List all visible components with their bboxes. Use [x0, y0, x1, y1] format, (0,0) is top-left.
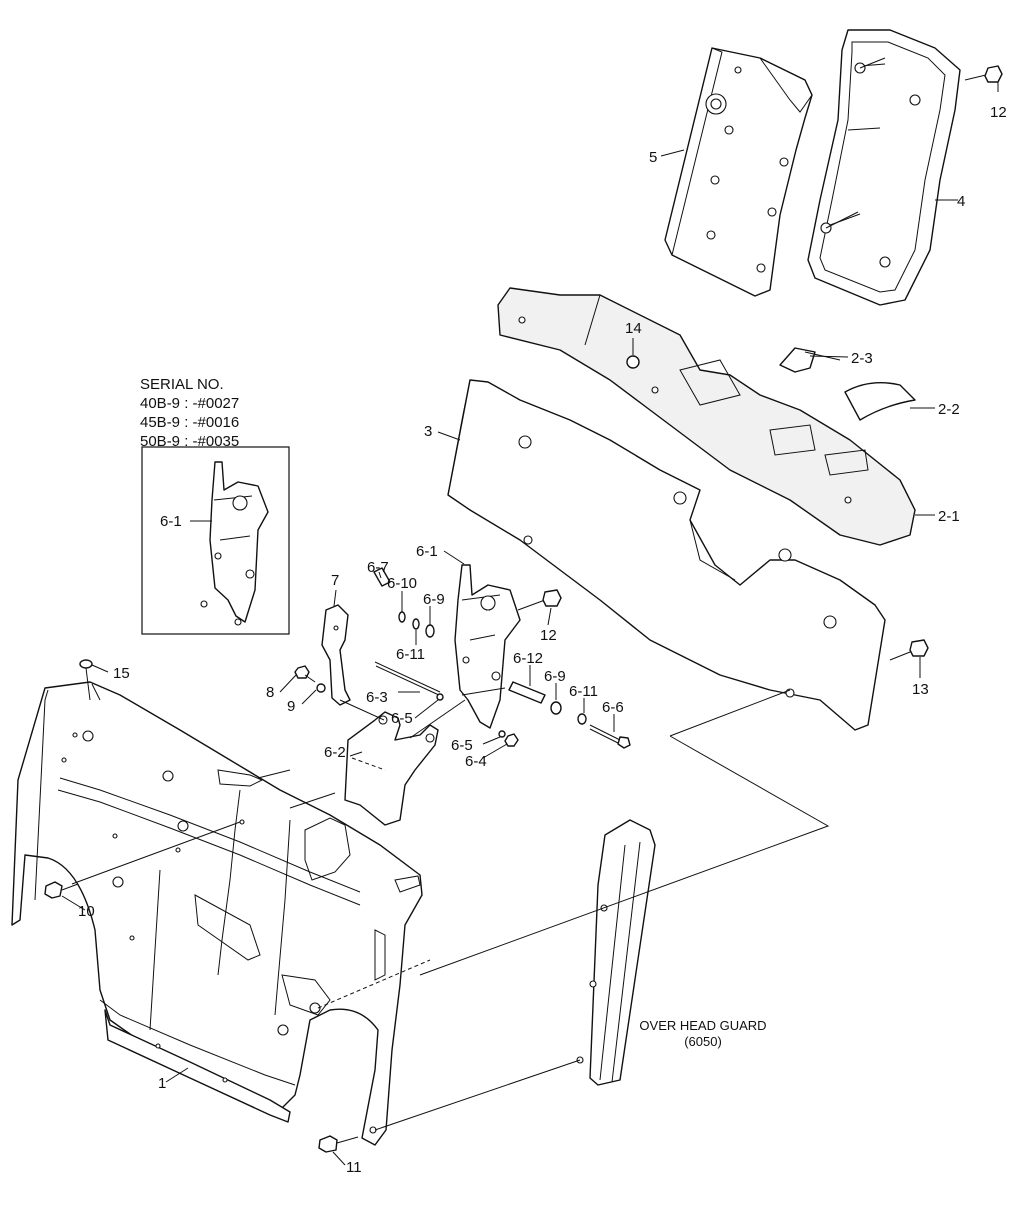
callout-6-5-b: 6-5: [451, 737, 473, 754]
part-6-11-washer-b: [577, 713, 587, 725]
callout-4: 4: [957, 193, 965, 210]
part-6-9-washer-b: [550, 701, 562, 715]
over-head-guard-code: (6050): [684, 1034, 722, 1049]
callout-6-12: 6-12: [513, 650, 543, 667]
serial-line-45b: 45B-9 : -#0016: [140, 414, 239, 431]
callout-6-5-a: 6-5: [391, 710, 413, 727]
callout-6-9-a: 6-9: [423, 591, 445, 608]
serial-line-40b: 40B-9 : -#0027: [140, 395, 239, 412]
callout-2-2: 2-2: [938, 401, 960, 418]
callout-10: 10: [78, 903, 95, 920]
part-4-cover-shell: [807, 29, 961, 306]
callout-6-11-a: 6-11: [396, 646, 425, 663]
part-6-9-washer-a: [425, 624, 435, 638]
part-14-knob: [626, 355, 640, 369]
callout-15: 15: [113, 665, 130, 682]
part-6-12-shaft: [508, 681, 546, 704]
callout-6-4: 6-4: [465, 753, 487, 770]
callout-leaders: [61, 82, 999, 1166]
part-5-cover-panel: [664, 47, 813, 297]
bolt-12-upper: [964, 65, 1003, 83]
callout-6-6: 6-6: [602, 699, 624, 716]
part-6-10-washer: [398, 611, 406, 623]
part-6-7-pin: [373, 567, 391, 587]
callout-6-2: 6-2: [324, 744, 346, 761]
callout-2-1: 2-1: [938, 508, 960, 525]
over-head-guard-post: [576, 819, 656, 1086]
serial-heading: SERIAL NO.: [140, 376, 224, 393]
part-2-3-clip: [779, 347, 841, 373]
callout-2-3: 2-3: [851, 350, 873, 367]
part-1-base-plate: [11, 681, 423, 1146]
callout-11: 11: [346, 1159, 362, 1176]
callout-6-1: 6-1: [416, 543, 438, 560]
callout-6-10: 6-10: [387, 575, 417, 592]
bolt-13: [889, 639, 929, 661]
callout-3: 3: [424, 423, 432, 440]
callout-6-11-b: 6-11: [569, 683, 598, 700]
part-6-2-bracket: [344, 711, 439, 826]
callout-9: 9: [287, 698, 295, 715]
part-6-6-bolt: [589, 724, 631, 749]
bolt-11: [318, 1135, 359, 1153]
callout-12-mid: 12: [540, 627, 557, 644]
callout-12-upper: 12: [990, 104, 1007, 121]
serial-line-50b: 50B-9 : -#0035: [140, 433, 239, 450]
bolt-10: [44, 881, 79, 899]
part-6-5-pin-b: [498, 730, 506, 738]
part-6-4-nut: [504, 733, 519, 747]
bolt-15: [79, 659, 93, 701]
part-2-2-curved-cover: [844, 382, 916, 421]
callout-6-3: 6-3: [366, 689, 388, 706]
callout-6-9-b: 6-9: [544, 668, 566, 685]
part-6-1-bracket: [454, 564, 521, 729]
callout-inset-6-1: 6-1: [160, 513, 182, 530]
callout-1: 1: [158, 1075, 166, 1092]
callout-6-7: 6-7: [367, 559, 389, 576]
callout-13: 13: [912, 681, 929, 698]
part-8-bolt: [294, 665, 316, 683]
callout-14: 14: [625, 320, 642, 337]
callouts: 5 4 12 14 2-3 2-2 2-1 3 6-1 12 13 7 6-7 …: [78, 104, 1007, 1176]
part-6-5-pin-a: [436, 693, 444, 701]
part-3-dash-panel: [447, 379, 886, 731]
over-head-guard-label: OVER HEAD GUARD: [639, 1018, 766, 1033]
serial-inset-box: 6-1: [141, 446, 290, 635]
over-head-guard-caption: OVER HEAD GUARD (6050): [639, 1018, 766, 1049]
part-7-lever: [321, 604, 351, 706]
callout-8: 8: [266, 684, 274, 701]
part-6-11-washer-a: [412, 618, 420, 630]
part-2-1-upper-cowl: [497, 287, 916, 546]
assembly-lines: [71, 687, 830, 1131]
callout-5: 5: [649, 149, 657, 166]
part-9-washer: [316, 683, 326, 693]
bolt-12-mid: [517, 589, 562, 611]
callout-7: 7: [331, 572, 339, 589]
part-6-3-rod: [374, 661, 442, 697]
serial-note: SERIAL NO. 40B-9 : -#0027 45B-9 : -#0016…: [140, 376, 239, 450]
